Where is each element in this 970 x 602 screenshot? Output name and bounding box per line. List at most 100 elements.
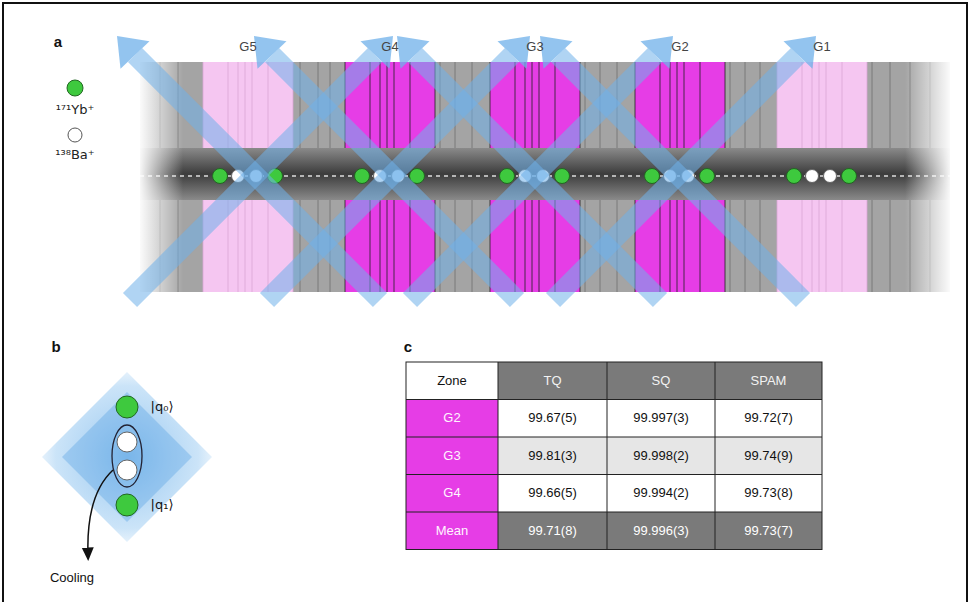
table-cell: 99.74(9)	[744, 448, 792, 463]
zone-label: G5	[239, 40, 256, 55]
yb-ion	[213, 169, 228, 184]
electrode-gap	[890, 200, 891, 292]
zone-label: G1	[813, 40, 830, 55]
electrode-gap	[387, 62, 388, 148]
beam-arrowhead	[397, 36, 430, 69]
electrode-gap	[802, 62, 803, 148]
zone-cell: Mean	[436, 523, 469, 538]
electrode-gap	[677, 200, 678, 292]
table-cell: 99.67(5)	[528, 411, 576, 426]
electrode-gap	[252, 62, 253, 148]
electrode-gap	[867, 62, 868, 148]
electrode-gap	[660, 200, 661, 292]
top-electrode	[140, 62, 950, 148]
electrode-gap	[872, 200, 873, 292]
electrode-gap	[410, 200, 411, 292]
zone-label: G2	[671, 40, 688, 55]
beam-arrowhead	[498, 36, 531, 69]
electrode-gap	[539, 200, 540, 292]
zone-cell: G4	[443, 486, 460, 501]
laser-beams	[117, 36, 816, 300]
electrode-gap	[684, 200, 685, 292]
table-cell	[498, 512, 822, 550]
panel-letter: c	[404, 338, 412, 355]
electrode-gap	[238, 62, 239, 148]
electrode-gap	[555, 62, 556, 148]
electrode-gap	[826, 200, 827, 292]
table-rule	[406, 399, 822, 400]
table-cell: 99.66(5)	[528, 486, 576, 501]
table-cell: 99.998(2)	[633, 448, 689, 463]
electrode-gap	[700, 200, 701, 292]
electrode-gap	[802, 200, 803, 292]
yb-ion	[645, 169, 660, 184]
yb-ion	[842, 169, 857, 184]
table-cell: 99.73(8)	[744, 486, 792, 501]
table-rule	[607, 362, 608, 550]
electrode-gap	[842, 200, 843, 292]
electrode-gap	[394, 200, 395, 292]
yb-ion	[116, 494, 138, 516]
header-cell: Zone	[437, 373, 467, 388]
header-cell: TQ	[543, 373, 561, 388]
electrode-gap	[660, 62, 661, 148]
electrode-gap	[245, 62, 246, 148]
table-rule	[715, 362, 716, 550]
electrode-gap	[670, 200, 671, 292]
ba-ion	[117, 432, 137, 452]
electrode-gap	[238, 200, 239, 292]
table-cell: 99.73(7)	[744, 523, 792, 538]
table-rule	[498, 362, 499, 550]
table-rule	[406, 512, 822, 513]
yb-ion	[700, 169, 715, 184]
ba-ion	[824, 170, 837, 183]
ba-ion-key	[68, 128, 82, 142]
electrode-gap	[515, 62, 516, 148]
electrode-gap	[268, 200, 269, 292]
fidelity-table	[406, 362, 822, 550]
beam-arrowhead	[117, 36, 150, 69]
electrode-gap	[819, 62, 820, 148]
laser-beam	[410, 55, 655, 300]
ba-ion	[117, 460, 137, 480]
electrode-gap	[819, 200, 820, 292]
beam-arrowhead	[784, 36, 817, 69]
electrode-gap	[872, 62, 873, 148]
zone-cell: G3	[443, 448, 460, 463]
table-cell: 99.997(3)	[633, 411, 689, 426]
cooling-inset	[42, 372, 212, 555]
table-cell	[498, 437, 822, 475]
table-border	[406, 362, 822, 550]
panel-letter: b	[51, 338, 60, 355]
table-cell	[406, 362, 498, 400]
electrode-gap	[387, 200, 388, 292]
qubit-label: |q₀⟩	[151, 400, 174, 415]
table-cell	[498, 400, 822, 438]
electrode-gap	[252, 200, 253, 292]
qubit-label: |q₁⟩	[151, 498, 174, 513]
electrode-gap	[812, 200, 813, 292]
yb-ion	[787, 169, 802, 184]
ion-species: ¹³⁸Ba⁺	[55, 148, 94, 163]
electrode-gap	[380, 62, 381, 148]
electrode-gap	[532, 62, 533, 148]
ba-ion	[806, 170, 819, 183]
yb-ion	[116, 396, 138, 418]
electrode-gap	[826, 62, 827, 148]
electrode-gap	[394, 62, 395, 148]
beam-glow	[62, 392, 192, 522]
electrode-gap	[812, 62, 813, 148]
electrode-gap	[842, 62, 843, 148]
cooling-arrow	[88, 470, 113, 555]
laser-beam	[267, 55, 512, 300]
beam-arrowhead	[254, 36, 287, 69]
table-cell: 99.996(3)	[633, 523, 689, 538]
zone-label: G3	[526, 40, 543, 55]
electrode-gap	[700, 62, 701, 148]
electrode-gap	[525, 200, 526, 292]
zone-label: G4	[381, 40, 398, 55]
cooling-label: Cooling	[50, 571, 94, 586]
table-cell	[498, 475, 822, 513]
